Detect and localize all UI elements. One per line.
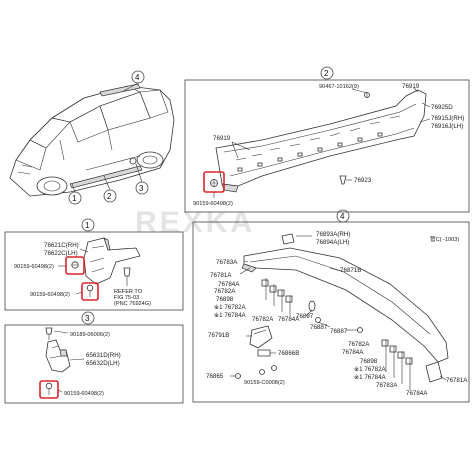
label-90467-10162: 90467-10162(9) [319, 84, 359, 90]
label-76898-bot: 76898 [360, 358, 378, 365]
label-refer-to: REFER TO [114, 289, 143, 295]
label-76919-top: 76919 [402, 83, 420, 90]
panel-2: 2 90467-10162(9) 76 [184, 66, 470, 213]
label-76784a-bot: 76784A [342, 349, 364, 356]
label-76887-b: 76887 [330, 328, 348, 335]
label-76784a-mid: 76784A [278, 316, 300, 323]
label-76865: 76865 [206, 373, 224, 380]
label-76916j: 76916J(LH) [431, 123, 463, 130]
label-76915j: 76915J(RH) [431, 115, 464, 122]
label-76781a-bot: 76781A [446, 377, 468, 384]
car-overview [9, 83, 175, 197]
label-76791b: 76791B [208, 332, 229, 339]
label-76782a-bot: 76782A [348, 341, 370, 348]
label-76783a-top: 76783A [216, 259, 238, 266]
car-callouts: 4 1 2 3 [68, 70, 149, 205]
label-90189-06006: 90189-06006(2) [70, 332, 110, 338]
label-90159-c0008: 90159-C0008(2) [244, 380, 285, 386]
label-76898-top: 76898 [216, 296, 234, 303]
label-76919-left: 76919 [213, 135, 231, 142]
callout-4: 4 [135, 73, 140, 82]
label-76784a-bot-3: 76784A [406, 390, 428, 397]
label-76784a-bot-2: ※1 76784A [354, 374, 387, 381]
watermark-text: REXKA [135, 206, 255, 239]
label-76782a-top-2: ※1 76782A [214, 304, 247, 311]
label-76622c: 76622C(LH) [44, 250, 78, 257]
highlight-screw-panel3 [39, 380, 59, 399]
label-90159-panel1b: 90159-60498(2) [30, 292, 70, 298]
panel-4: 4 管C( -1003) [192, 209, 470, 403]
label-76925d: 76925D [431, 104, 453, 111]
label-76923: 76923 [354, 177, 372, 184]
label-refer-fig: FIG 75-03 [114, 295, 139, 301]
callout-3: 3 [139, 184, 144, 193]
label-76782a-mid: 76782A [252, 316, 274, 323]
panel-2-callout: 2 [324, 69, 329, 78]
panel-3: 3 90189-06006(2) 65631D(RH) 65632D(LH) 9… [4, 311, 184, 404]
label-90159-panel2: 90159-60498(2) [193, 201, 233, 207]
label-76871b: 76871B [340, 267, 361, 274]
label-65632d: 65632D(LH) [86, 360, 120, 367]
label-76887-a: 76887 [310, 324, 328, 331]
callout-2: 2 [107, 192, 112, 201]
label-76866b: 76866B [278, 350, 299, 357]
panel-1-callout: 1 [85, 221, 90, 230]
label-76897: 76897 [296, 313, 314, 320]
corner-code: 管C( -1003) [430, 235, 459, 243]
highlight-screw-panel1a [65, 256, 85, 275]
label-refer-pnc: (PNC 76924G) [114, 301, 151, 307]
panel-1: 1 76621C(RH) 76622C(LH) 90159-60498(2) 9… [4, 218, 184, 311]
highlight-screw-panel1b [81, 282, 99, 301]
label-65631d: 65631D(RH) [86, 352, 121, 359]
label-76784a-top: 76784A [218, 281, 240, 288]
label-90159-panel1a: 90159-60498(2) [14, 264, 54, 270]
label-90159-panel3: 90159-60498(2) [64, 391, 104, 397]
panel-3-callout: 3 [85, 314, 90, 323]
label-76783a-bot: 76783A [376, 382, 398, 389]
label-76782a-top: 76782A [214, 288, 236, 295]
label-76893a: 76893A(RH) [316, 231, 350, 238]
panel-4-callout: 4 [340, 212, 345, 221]
callout-1: 1 [72, 194, 77, 203]
label-76894a: 76894A(LH) [316, 239, 349, 246]
label-76781a-top: 76781A [210, 272, 232, 279]
label-76621c: 76621C(RH) [44, 242, 79, 249]
label-76782a-bot-2: ※1 76782A [354, 366, 387, 373]
label-76784a-top-2: ※1 76784A [214, 312, 247, 319]
